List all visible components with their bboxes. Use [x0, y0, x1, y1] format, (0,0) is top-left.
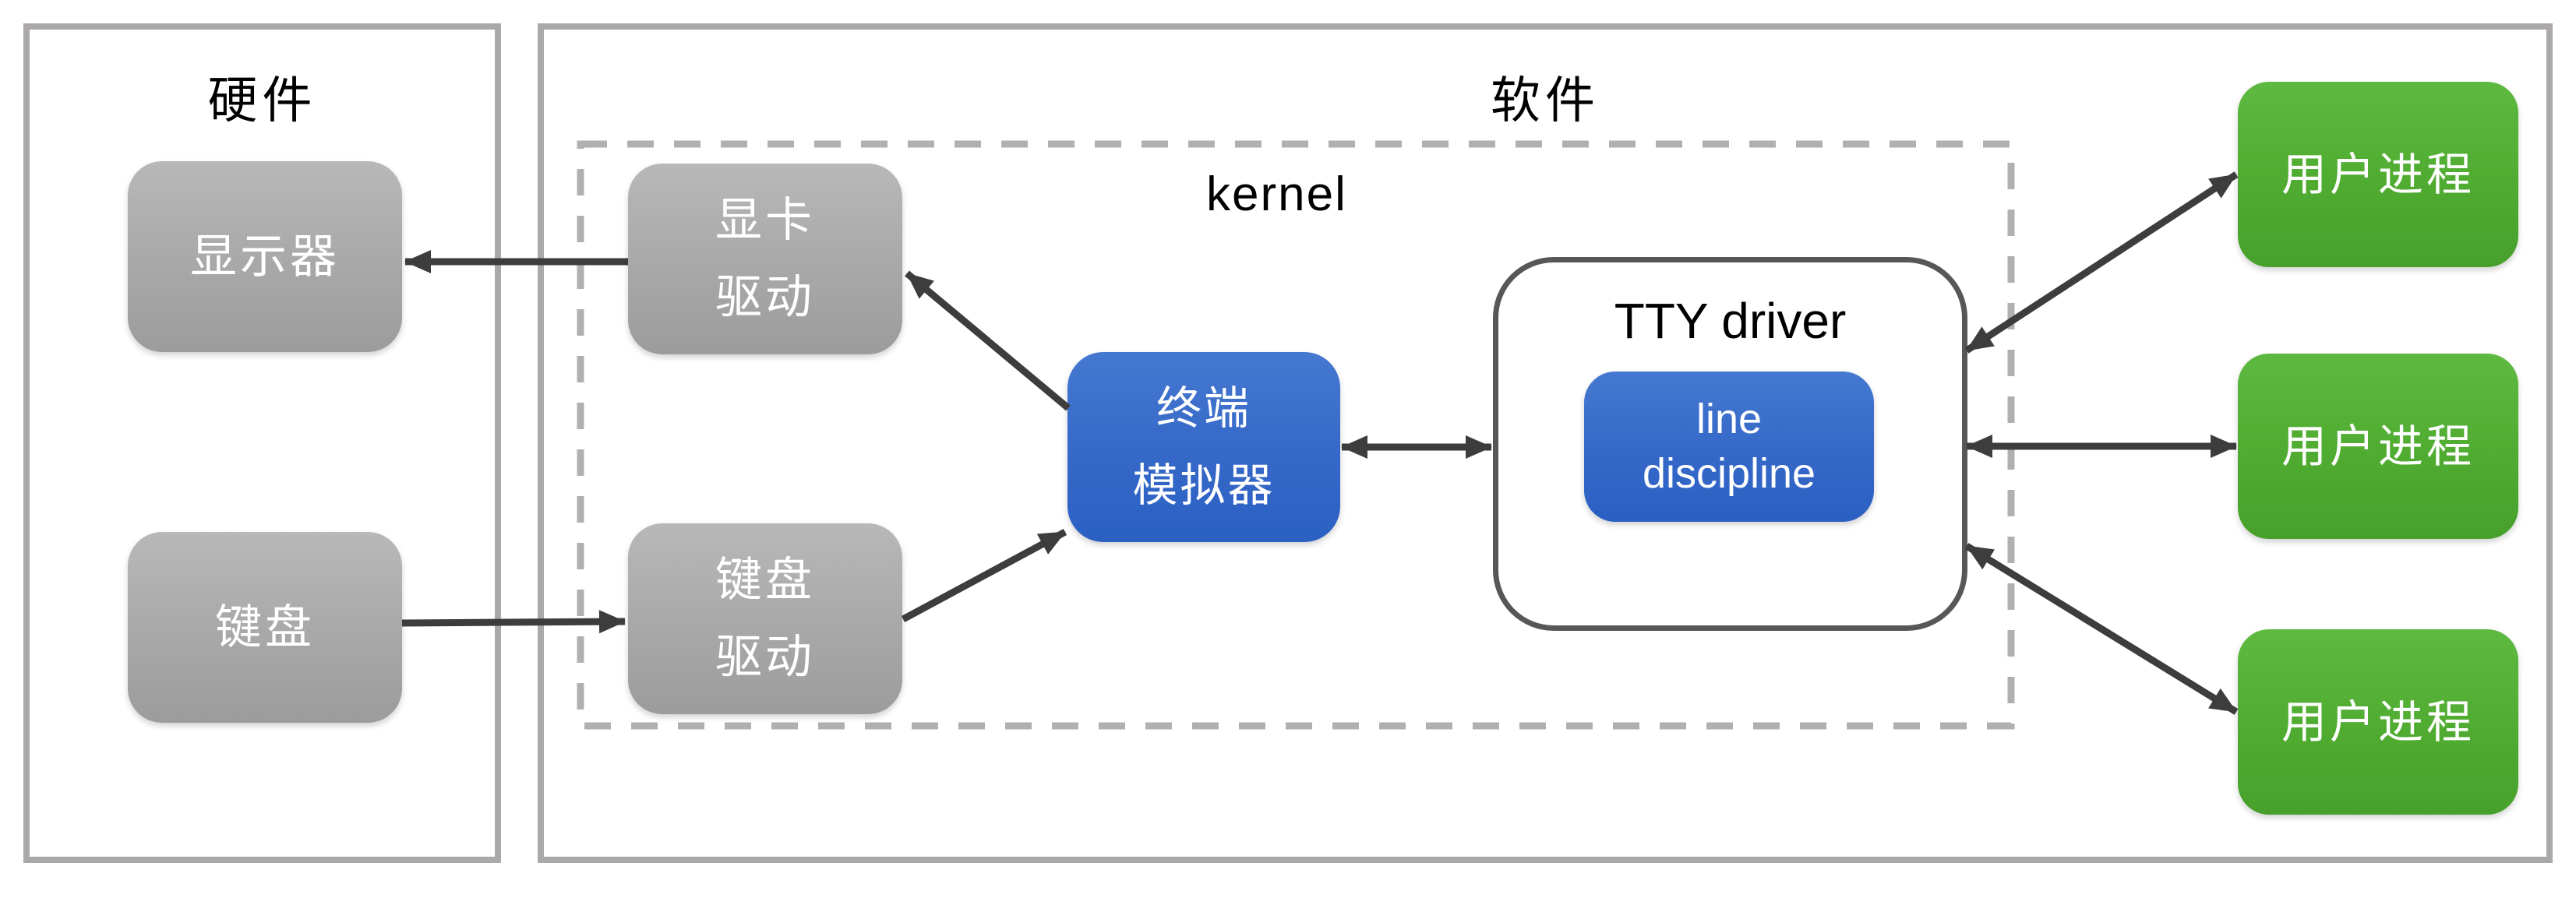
hardware-group: 硬件 — [23, 23, 501, 863]
node-keyboard-driver: 键盘 驱动 — [628, 523, 902, 714]
node-user-process-3-label: 用户进程 — [2281, 695, 2475, 748]
node-keyboard-label: 键盘 — [215, 600, 315, 655]
node-user-process-1-label: 用户进程 — [2281, 148, 2475, 201]
node-line-discipline-line2: discipline — [1642, 449, 1816, 497]
node-terminal-emulator-line2: 模拟器 — [1132, 459, 1276, 512]
software-group: 软件 — [538, 23, 2553, 863]
node-tty-driver-title: TTY driver — [1614, 293, 1847, 349]
node-line-discipline-line1: line — [1696, 396, 1763, 443]
node-gpu-driver-line1: 显卡 — [715, 192, 815, 248]
node-display: 显示器 — [128, 161, 402, 352]
node-terminal-emulator: 终端 模拟器 — [1067, 352, 1340, 542]
node-gpu-driver-line2: 驱动 — [715, 269, 815, 325]
node-gpu-driver: 显卡 驱动 — [628, 164, 902, 354]
node-user-process-2-label: 用户进程 — [2281, 420, 2475, 473]
node-user-process-1: 用户进程 — [2238, 82, 2518, 267]
node-tty-driver: TTY driver line discipline — [1493, 257, 1967, 631]
node-keyboard-driver-line2: 驱动 — [715, 629, 815, 685]
hardware-group-label: 硬件 — [207, 72, 317, 130]
node-user-process-3: 用户进程 — [2238, 629, 2518, 815]
node-keyboard-driver-line1: 键盘 — [715, 552, 815, 607]
node-display-label: 显示器 — [190, 229, 340, 284]
node-keyboard: 键盘 — [128, 532, 402, 723]
kernel-boundary-label: kernel — [1206, 167, 1347, 221]
node-user-process-2: 用户进程 — [2238, 354, 2518, 539]
node-terminal-emulator-line1: 终端 — [1156, 382, 1251, 435]
software-group-label: 软件 — [1491, 72, 1600, 130]
node-line-discipline: line discipline — [1584, 372, 1874, 522]
